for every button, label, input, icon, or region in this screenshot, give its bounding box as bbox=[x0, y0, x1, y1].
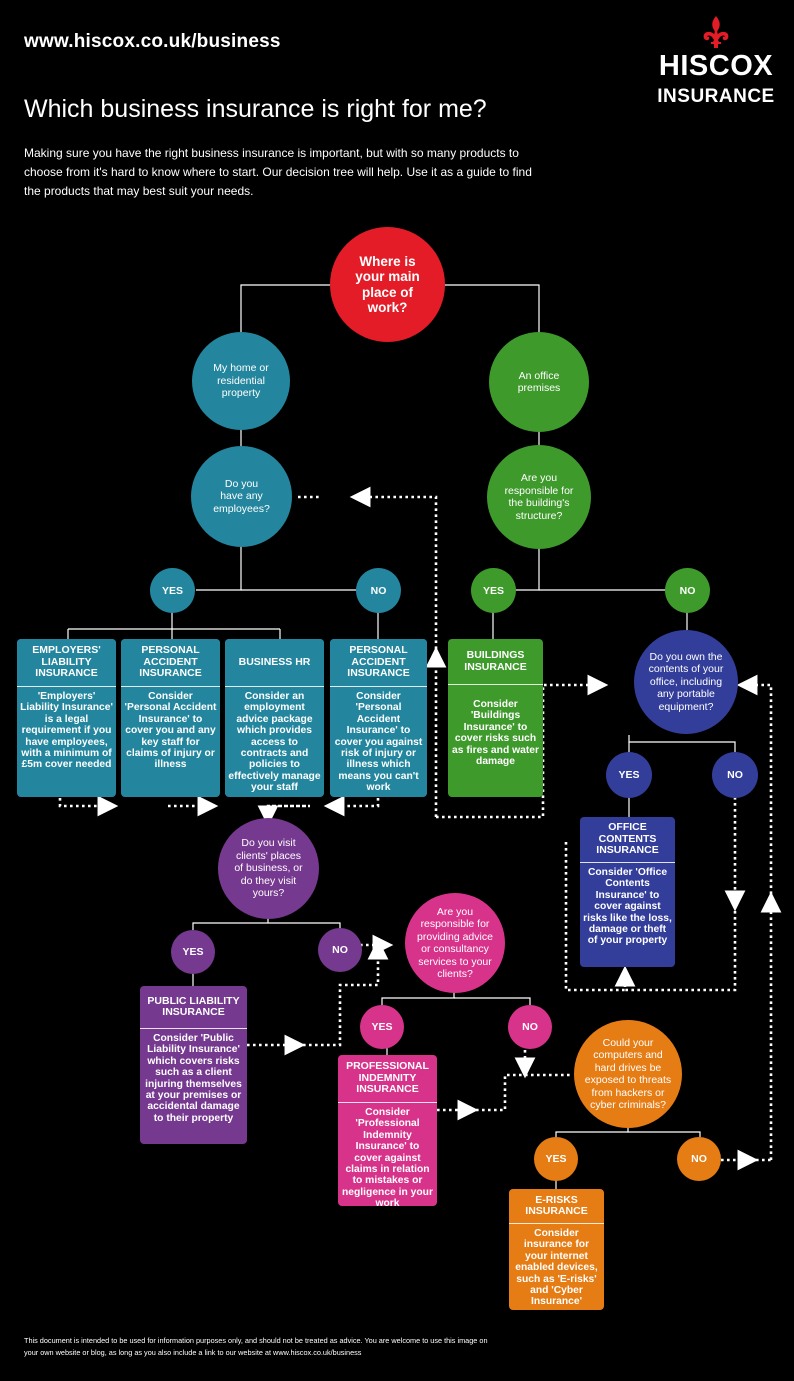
contents-question-text: Do you own the contents of your office, … bbox=[648, 650, 724, 713]
advice-no-node: NO bbox=[508, 1005, 552, 1049]
clients-no-node: NO bbox=[318, 928, 362, 972]
card-title: PUBLIC LIABILITY INSURANCE bbox=[140, 986, 247, 1029]
clients-question-text: Do you visit clients' places of business… bbox=[234, 837, 303, 900]
advice-question-node: Are you responsible for providing advice… bbox=[405, 893, 505, 993]
start-question-node: Where is your main place of work? bbox=[330, 227, 445, 342]
contents-no-node: NO bbox=[712, 752, 758, 798]
buildings-card: BUILDINGS INSURANCE Consider 'Buildings … bbox=[448, 639, 543, 797]
logo-word-insurance: INSURANCE bbox=[657, 86, 775, 107]
home-node: My home or residential property bbox=[192, 332, 290, 430]
structure-no-node: NO bbox=[665, 568, 710, 613]
contents-yes-node: YES bbox=[606, 752, 652, 798]
computers-question-node: Could your computers and hard drives be … bbox=[574, 1020, 682, 1128]
answer-yes-label: YES bbox=[618, 769, 640, 781]
e-risks-card: E-RISKS INSURANCE Consider insurance for… bbox=[509, 1189, 604, 1310]
answer-no-label: NO bbox=[522, 1021, 538, 1033]
answer-no-label: NO bbox=[691, 1153, 707, 1165]
structure-yes-node: YES bbox=[471, 568, 516, 613]
footer-disclaimer: This document is intended to be used for… bbox=[24, 1336, 488, 1357]
intro-paragraph: Making sure you have the right business … bbox=[24, 146, 532, 198]
business-hr-card: BUSINESS HR Consider an employment advic… bbox=[225, 639, 324, 797]
card-body: Consider insurance for your internet ena… bbox=[515, 1228, 598, 1308]
card-title: E-RISKS INSURANCE bbox=[509, 1189, 604, 1224]
structure-question-node: Are you responsible for the building's s… bbox=[487, 445, 591, 549]
office-contents-card: OFFICE CONTENTS INSURANCE Consider 'Offi… bbox=[580, 817, 675, 967]
card-body: Consider 'Buildings Insurance' to cover … bbox=[452, 699, 539, 768]
computers-question-text: Could your computers and hard drives be … bbox=[584, 1036, 672, 1112]
clients-question-node: Do you visit clients' places of business… bbox=[218, 818, 319, 919]
card-body: Consider an employment advice package wh… bbox=[225, 687, 324, 794]
card-title: PROFESSIONAL INDEMNITY INSURANCE bbox=[338, 1055, 437, 1103]
answer-yes-label: YES bbox=[482, 584, 504, 597]
home-text: My home or residential property bbox=[213, 362, 269, 400]
answer-yes-label: YES bbox=[371, 1021, 393, 1033]
page-title: Which business insurance is right for me… bbox=[24, 95, 487, 123]
answer-yes-label: YES bbox=[182, 946, 204, 958]
computers-no-node: NO bbox=[677, 1137, 721, 1181]
card-body: 'Employers' Liability Insurance' is a le… bbox=[17, 687, 116, 771]
start-question-text: Where is your main place of work? bbox=[355, 253, 420, 316]
clients-yes-node: YES bbox=[171, 930, 215, 974]
card-body: Consider 'Public Liability Insurance' wh… bbox=[145, 1033, 242, 1124]
answer-no-label: NO bbox=[727, 769, 743, 781]
office-text: An office premises bbox=[517, 369, 561, 395]
personal-accident-solo-card: PERSONAL ACCIDENT INSURANCE Consider 'Pe… bbox=[330, 639, 427, 797]
fleur-de-lis-icon bbox=[703, 16, 729, 48]
answer-no-label: NO bbox=[332, 944, 348, 956]
personal-accident-employees-card: PERSONAL ACCIDENT INSURANCE Consider 'Pe… bbox=[121, 639, 220, 797]
employers-liability-card: EMPLOYERS' LIABILITY INSURANCE 'Employer… bbox=[17, 639, 116, 797]
employees-question-node: Do you have any employees? bbox=[191, 446, 292, 547]
employees-question-text: Do you have any employees? bbox=[213, 477, 270, 515]
card-title: PERSONAL ACCIDENT INSURANCE bbox=[121, 639, 220, 687]
structure-question-text: Are you responsible for the building's s… bbox=[504, 472, 574, 522]
card-title: BUSINESS HR bbox=[225, 639, 324, 687]
office-node: An office premises bbox=[489, 332, 589, 432]
contents-question-node: Do you own the contents of your office, … bbox=[634, 630, 738, 734]
card-title: OFFICE CONTENTS INSURANCE bbox=[580, 817, 675, 863]
answer-no-label: NO bbox=[370, 584, 387, 597]
advice-question-text: Are you responsible for providing advice… bbox=[417, 905, 493, 981]
card-title: PERSONAL ACCIDENT INSURANCE bbox=[330, 639, 427, 687]
public-liability-card: PUBLIC LIABILITY INSURANCE Consider 'Pub… bbox=[140, 986, 247, 1144]
hiscox-logo: HISCOX INSURANCE bbox=[650, 16, 780, 111]
card-title: EMPLOYERS' LIABILITY INSURANCE bbox=[17, 639, 116, 687]
card-body: Consider 'Personal Accident Insurance' t… bbox=[330, 687, 427, 794]
site-url[interactable]: www.hiscox.co.uk/business bbox=[24, 31, 281, 52]
employees-yes-node: YES bbox=[150, 568, 195, 613]
answer-yes-label: YES bbox=[161, 584, 183, 597]
answer-no-label: NO bbox=[679, 584, 696, 597]
card-body: Consider 'Personal Accident Insurance' t… bbox=[121, 687, 220, 771]
advice-yes-node: YES bbox=[360, 1005, 404, 1049]
professional-indemnity-card: PROFESSIONAL INDEMNITY INSURANCE Conside… bbox=[338, 1055, 437, 1206]
answer-yes-label: YES bbox=[545, 1153, 567, 1165]
employees-no-node: NO bbox=[356, 568, 401, 613]
card-body: Consider 'Office Contents Insurance' to … bbox=[583, 867, 672, 947]
computers-yes-node: YES bbox=[534, 1137, 578, 1181]
logo-word-hiscox: HISCOX bbox=[658, 50, 774, 82]
card-title: BUILDINGS INSURANCE bbox=[448, 639, 543, 685]
card-body: Consider 'Professional Indemnity Insuran… bbox=[342, 1107, 433, 1206]
